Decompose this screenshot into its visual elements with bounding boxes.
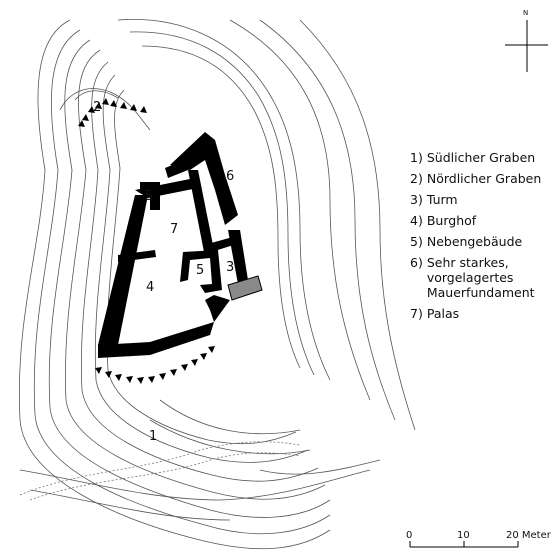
label-courtyard: 4 (146, 280, 154, 295)
legend-num: 3) (410, 192, 423, 207)
label-southern-ditch: 1 (149, 429, 157, 444)
scale-tick-0: 0 (406, 530, 412, 541)
label-annex-north: 5 (145, 189, 153, 204)
north-label: N (523, 9, 528, 17)
legend-num: 2) (410, 171, 423, 186)
legend-item: 7)Palas (410, 306, 558, 321)
legend-item: 2)Nördlicher Graben (410, 171, 558, 186)
legend-num: 4) (410, 213, 423, 228)
scale-bar: 0 10 20 Meter (406, 530, 552, 548)
legend-text: Turm (426, 192, 458, 207)
north-arrow-icon: N (505, 9, 548, 72)
legend-num: 5) (410, 234, 423, 249)
legend-item: 4)Burghof (410, 213, 558, 228)
label-northern-ditch: 2 (93, 100, 101, 115)
legend-text: Nebengebäude (426, 234, 523, 249)
legend-item: 5)Nebengebäude (410, 234, 558, 249)
legend-item: 3)Turm (410, 192, 558, 207)
legend-num: 1) (410, 150, 423, 165)
southern-ditch-hachures (95, 346, 215, 384)
legend-num: 7) (410, 306, 423, 321)
legend-text: Palas (426, 306, 460, 321)
legend-text: Südlicher Graben (426, 150, 536, 165)
access-path (19, 441, 301, 501)
scale-tick-20: 20 Meter (506, 530, 552, 541)
contour-lines (19, 18, 416, 550)
legend-text: Burghof (426, 213, 477, 228)
tower-fill (227, 275, 263, 301)
label-tower: 3 (226, 260, 234, 275)
label-outer-wall: 6 (226, 169, 234, 184)
legend-item: 1)Südlicher Graben (410, 150, 558, 165)
legend-item: 6)Sehr starkes, vorgelagertes Mauerfunda… (410, 255, 558, 300)
legend-text: Sehr starkes, vorgelagertes Mauerfundame… (426, 255, 535, 300)
legend: 1)Südlicher Graben 2)Nördlicher Graben 3… (410, 150, 558, 327)
legend-num: 6) (410, 255, 423, 270)
legend-text: Nördlicher Graben (426, 171, 542, 186)
castle-walls (98, 132, 248, 358)
label-palas: 7 (170, 222, 178, 237)
scale-tick-10: 10 (457, 530, 470, 541)
northern-ditch-hachures (78, 98, 147, 127)
label-annex-south: 5 (196, 263, 204, 278)
